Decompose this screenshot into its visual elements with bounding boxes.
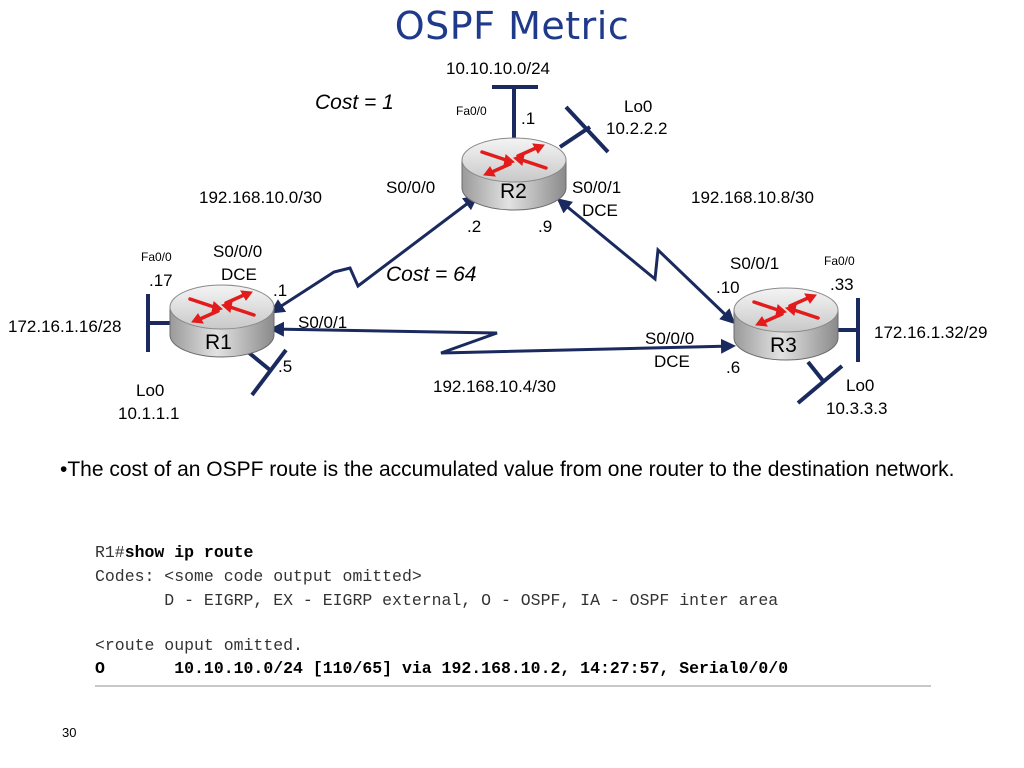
cost-serial: Cost = 64 bbox=[386, 263, 477, 286]
r3-s000-host: .6 bbox=[726, 358, 741, 377]
r2-lo-link bbox=[558, 125, 592, 149]
cli-prompt: R1# bbox=[95, 543, 125, 562]
net-r1-r3: 192.168.10.4/30 bbox=[433, 377, 556, 396]
r3-fa-label: Fa0/0 bbox=[824, 254, 855, 268]
router-r3 bbox=[733, 287, 839, 361]
cli-codes-line: Codes: <some code output omitted> bbox=[95, 567, 422, 586]
r3-s000-label: S0/0/0 bbox=[645, 329, 695, 348]
r1-s001-label: S0/0/1 bbox=[298, 313, 348, 332]
r2-lo-name: Lo0 bbox=[624, 97, 653, 116]
page-number: 30 bbox=[62, 725, 77, 740]
net-r1-r2: 192.168.10.0/30 bbox=[199, 188, 322, 207]
router-r2 bbox=[461, 137, 567, 211]
r1-fa-host: .17 bbox=[149, 271, 173, 290]
r3-lo-stub bbox=[796, 364, 844, 405]
r1-name: R1 bbox=[205, 331, 232, 354]
serial-link-r2-r3 bbox=[556, 198, 736, 325]
net-r3-lan: 172.16.1.32/29 bbox=[874, 323, 988, 342]
r1-s000-label: S0/0/0 bbox=[213, 242, 263, 261]
r2-fa-host: .1 bbox=[521, 109, 536, 128]
r3-lo-ip: 10.3.3.3 bbox=[826, 399, 888, 418]
net-r2-r3: 192.168.10.8/30 bbox=[691, 188, 814, 207]
r2-dce-label: DCE bbox=[582, 201, 618, 220]
net-r1-lan: 172.16.1.16/28 bbox=[8, 317, 122, 336]
serial-link-r1-r2 bbox=[269, 195, 479, 314]
r2-s001-label: S0/0/1 bbox=[572, 178, 622, 197]
r3-s001-label: S0/0/1 bbox=[730, 254, 780, 273]
r3-lo-link bbox=[806, 360, 826, 384]
network-diagram bbox=[146, 85, 860, 405]
bullet-text: •The cost of an OSPF route is the accumu… bbox=[60, 458, 955, 481]
r3-lo-name: Lo0 bbox=[846, 376, 875, 395]
r1-s000-host: .1 bbox=[273, 281, 288, 300]
r2-s000-host: .2 bbox=[467, 217, 482, 236]
r2-s001-host: .9 bbox=[538, 217, 553, 236]
r1-lo-stub bbox=[250, 348, 288, 397]
cli-output: R1#show ip route Codes: <some code outpu… bbox=[95, 540, 931, 687]
r2-lo-stub bbox=[564, 105, 610, 154]
cost-ethernet: Cost = 1 bbox=[315, 91, 394, 114]
router-r1 bbox=[169, 284, 275, 358]
r3-name: R3 bbox=[770, 334, 797, 357]
serial-link-r1-r3 bbox=[269, 321, 736, 355]
cli-command: show ip route bbox=[124, 543, 254, 562]
r2-name: R2 bbox=[500, 180, 527, 203]
r3-s001-host: .10 bbox=[716, 278, 740, 297]
cli-command-line: R1#show ip route bbox=[95, 543, 253, 563]
slide-title: OSPF Metric bbox=[394, 4, 630, 48]
cli-codes-detail: D - EIGRP, EX - EIGRP external, O - OSPF… bbox=[95, 591, 779, 610]
r2-lo-ip: 10.2.2.2 bbox=[606, 119, 668, 138]
r2-fa-label: Fa0/0 bbox=[456, 104, 487, 118]
cli-route-entry: O 10.10.10.0/24 [110/65] via 192.168.10.… bbox=[95, 659, 789, 678]
r1-dce-label: DCE bbox=[221, 265, 257, 284]
r2-s000-label: S0/0/0 bbox=[386, 178, 436, 197]
r1-s001-host: .5 bbox=[278, 357, 293, 376]
r1-lo-link bbox=[246, 350, 272, 372]
r3-dce-label: DCE bbox=[654, 352, 690, 371]
r1-lo-ip: 10.1.1.1 bbox=[118, 404, 180, 423]
r3-fa-host: .33 bbox=[830, 275, 854, 294]
r1-fa-label: Fa0/0 bbox=[141, 250, 172, 264]
net-top-lan: 10.10.10.0/24 bbox=[446, 59, 550, 78]
r1-lo-name: Lo0 bbox=[136, 381, 165, 400]
cli-omitted-line: <route ouput omitted. bbox=[95, 636, 303, 655]
